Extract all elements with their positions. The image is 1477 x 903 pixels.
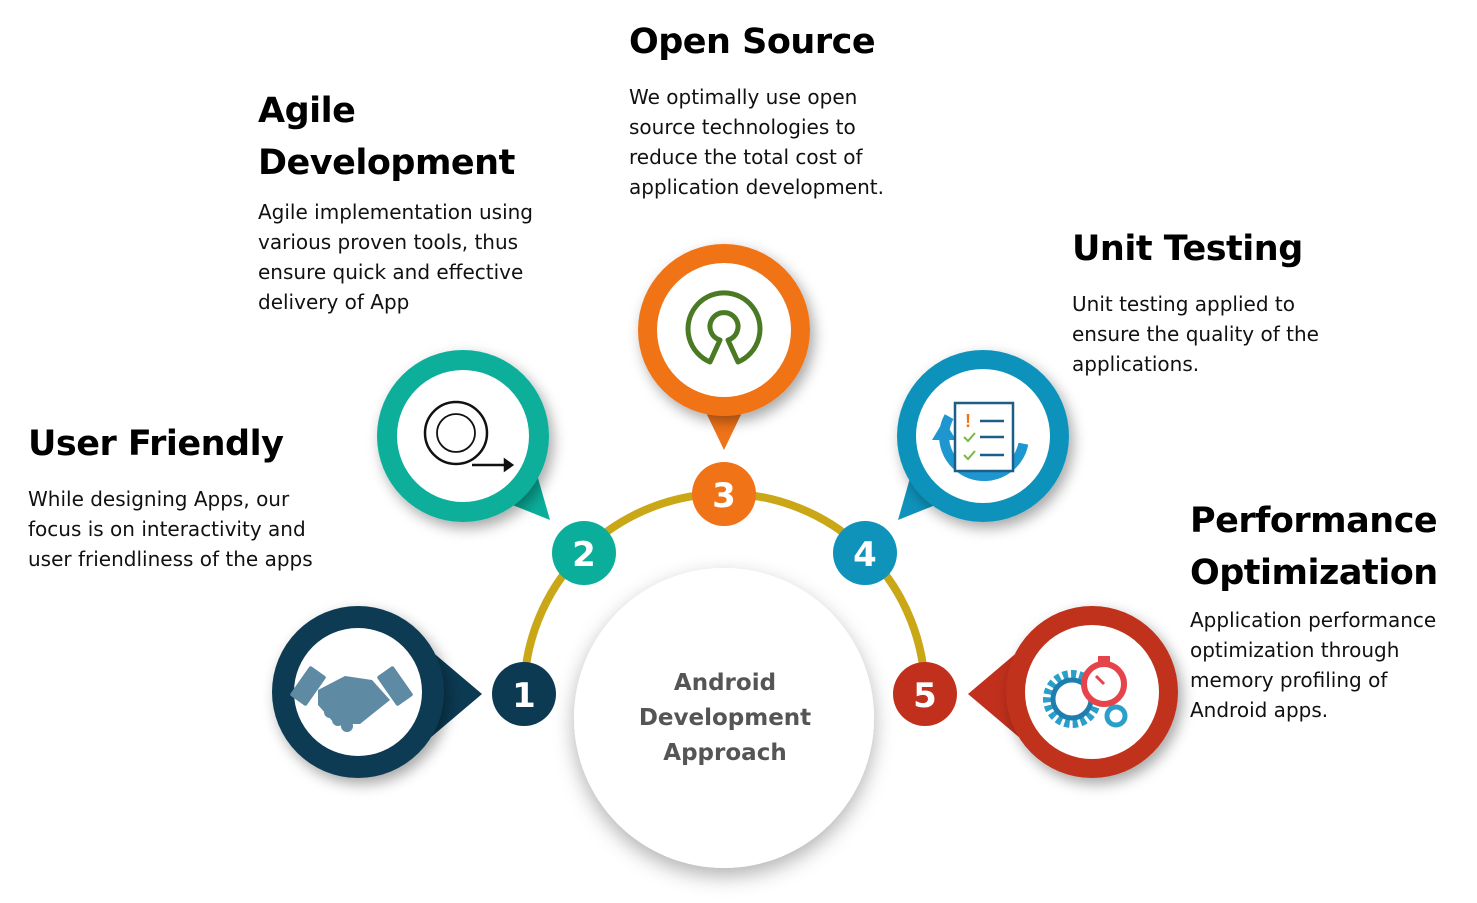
- description-line: reduce the total cost of: [629, 145, 863, 169]
- description-line: ensure the quality of the: [1072, 322, 1319, 346]
- step-title: User Friendly: [28, 424, 284, 464]
- step-title: Unit Testing: [1072, 229, 1303, 269]
- step-description: Unit testing applied to ensure the quali…: [1072, 289, 1319, 379]
- description-line: source technologies to: [629, 115, 856, 139]
- svg-text:4: 4: [853, 535, 877, 575]
- step-3-text: Open Source We optimally use open source…: [629, 16, 884, 202]
- description-line: We optimally use open: [629, 85, 858, 109]
- step-1-text: User Friendly While designing Apps, our …: [28, 418, 313, 574]
- step-description: While designing Apps, our focus is on in…: [28, 484, 313, 574]
- step-node-1: 1: [492, 662, 556, 726]
- center-line: Approach: [663, 740, 787, 766]
- svg-text:1: 1: [512, 676, 536, 716]
- description-line: application development.: [629, 175, 884, 199]
- gears-stopwatch-icon: [1043, 656, 1128, 728]
- svg-text:2: 2: [572, 535, 596, 575]
- step-title: Open Source: [629, 22, 876, 62]
- open-source-icon: [685, 290, 763, 365]
- svg-text:5: 5: [913, 676, 937, 716]
- description-line: optimization through: [1190, 638, 1400, 662]
- center-circle: [574, 568, 874, 868]
- description-line: applications.: [1072, 352, 1200, 376]
- step-description: Application performance optimization thr…: [1190, 605, 1438, 725]
- step-description: We optimally use open source technologie…: [629, 82, 884, 202]
- step-2-text: Agile Development Agile implementation u…: [258, 85, 533, 317]
- bubble-2: [377, 350, 550, 522]
- description-line: delivery of App: [258, 290, 410, 314]
- step-description: Agile implementation using various prove…: [258, 197, 533, 317]
- step-node-2: 2: [552, 521, 616, 585]
- step-5-text: Performance Optimization Application per…: [1190, 495, 1438, 725]
- step-node-3: 3: [692, 462, 756, 526]
- description-line: Application performance: [1190, 608, 1437, 632]
- center-title: Android Development Approach: [600, 666, 850, 771]
- step-4-text: Unit Testing Unit testing applied to ens…: [1072, 223, 1319, 379]
- svg-text:!: !: [965, 411, 971, 431]
- description-line: Agile implementation using: [258, 200, 533, 224]
- description-line: Android apps.: [1190, 698, 1329, 722]
- bubble-1: [272, 606, 482, 778]
- description-line: While designing Apps, our: [28, 487, 290, 511]
- description-line: memory profiling of: [1190, 668, 1388, 692]
- bubble-5: [968, 606, 1178, 778]
- description-line: various proven tools, thus: [258, 230, 519, 254]
- step-node-4: 4: [833, 521, 897, 585]
- description-line: ensure quick and effective: [258, 260, 524, 284]
- handshake-icon: [290, 666, 413, 732]
- center-line: Android: [673, 670, 777, 696]
- step-title: Development: [258, 143, 515, 183]
- step-title: Optimization: [1190, 553, 1438, 593]
- step-title: Performance: [1190, 501, 1438, 541]
- bubble-4: !: [897, 350, 1069, 522]
- description-line: Unit testing applied to: [1072, 292, 1295, 316]
- iteration-cycle-icon: [423, 400, 515, 473]
- checklist-icon: !: [932, 401, 1029, 482]
- center-line: Development: [638, 705, 812, 731]
- description-line: user friendliness of the apps: [28, 547, 313, 571]
- svg-text:3: 3: [712, 476, 736, 516]
- step-node-5: 5: [893, 662, 957, 726]
- step-title: Agile: [258, 91, 356, 131]
- bubble-3: [638, 244, 810, 450]
- description-line: focus is on interactivity and: [28, 517, 306, 541]
